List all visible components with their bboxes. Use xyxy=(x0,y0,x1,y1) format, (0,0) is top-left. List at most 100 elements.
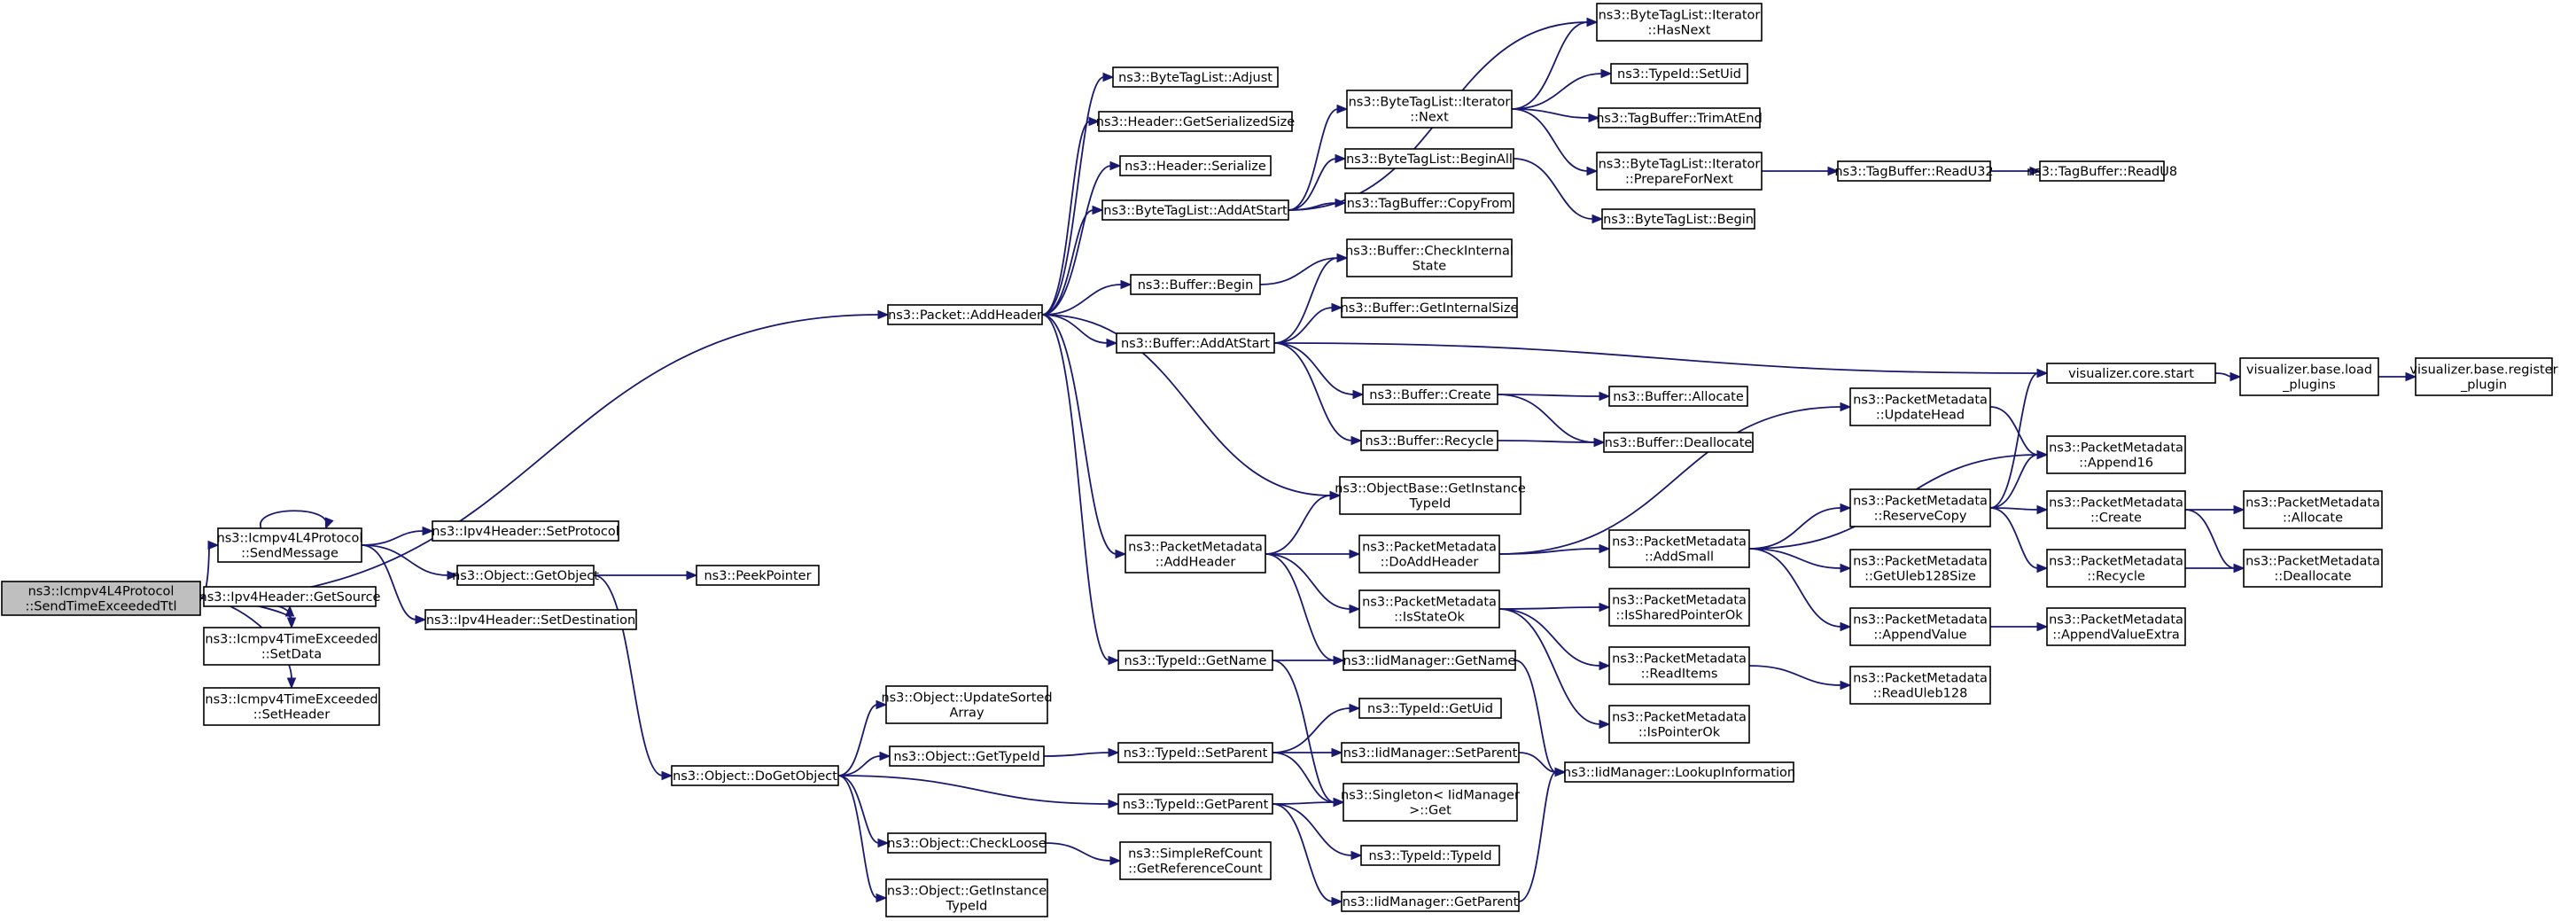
node-iid-lookup-information[interactable]: ns3::IidManager::LookupInformation xyxy=(1563,761,1795,783)
node-btl-add-at-start[interactable]: ns3::ByteTagList::AddAtStart xyxy=(1101,199,1289,221)
node-box xyxy=(671,765,839,786)
edge-arrowhead xyxy=(1108,655,1120,666)
node-pm-update-head[interactable]: ns3::PacketMetadata::UpdateHead xyxy=(1849,387,1991,426)
node-label-line: ns3::PacketMetadata xyxy=(1612,594,1747,608)
node-label-line: ::AddHeader xyxy=(1156,556,1236,570)
node-pm-get-uleb128-size[interactable]: ns3::PacketMetadata::GetUleb128Size xyxy=(1849,549,1991,588)
edge-arrowhead xyxy=(1599,660,1611,671)
node-btl-it-next[interactable]: ns3::ByteTagList::Iterator::Next xyxy=(1346,90,1513,129)
node-obj-get-object[interactable]: ns3::Object::GetObject xyxy=(452,565,599,586)
node-box xyxy=(887,304,1043,325)
node-pm-recycle[interactable]: ns3::PacketMetadata::Recycle xyxy=(2046,549,2186,588)
node-tid-set-parent[interactable]: ns3::TypeId::SetParent xyxy=(1117,742,1273,763)
node-pm-read-items[interactable]: ns3::PacketMetadata::ReadItems xyxy=(1608,646,1750,685)
node-label-line: ns3::ByteTagList::Iterator xyxy=(1599,158,1761,172)
node-tb-trim-at-end[interactable]: ns3::TagBuffer::TrimAtEnd xyxy=(1596,107,1763,129)
node-hdr-serialize[interactable]: ns3::Header::Serialize xyxy=(1119,155,1272,176)
node-peek-pointer[interactable]: ns3::PeekPointer xyxy=(696,565,820,586)
node-buf-allocate[interactable]: ns3::Buffer::Allocate xyxy=(1608,386,1748,407)
node-pm-do-add-header[interactable]: ns3::PacketMetadata::DoAddHeader xyxy=(1358,535,1500,574)
node-label-line: ::ReadUleb128 xyxy=(1873,687,1968,701)
node-ip-get-source[interactable]: ns3::Ipv4Header::GetSource xyxy=(199,586,381,607)
node-tid-set-uid[interactable]: ns3::TypeId::SetUid xyxy=(1610,63,1748,84)
node-pkt-add-header[interactable]: ns3::Packet::AddHeader xyxy=(887,304,1043,325)
node-btl-it-prepare-for-next[interactable]: ns3::ByteTagList::Iterator::PrepareForNe… xyxy=(1596,152,1763,191)
node-btl-adjust[interactable]: ns3::ByteTagList::Adjust xyxy=(1112,66,1279,88)
node-box xyxy=(1849,387,1991,426)
node-label-line: ns3::TagBuffer::CopyFrom xyxy=(1347,197,1513,211)
node-ip-set-protocol[interactable]: ns3::Ipv4Header::SetProtocol xyxy=(432,520,619,542)
node-label-line: ns3::PacketMetadata xyxy=(2049,441,2183,456)
node-pm-create[interactable]: ns3::PacketMetadata::Create xyxy=(2046,490,2186,529)
node-label-line: ns3::TypeId::GetUid xyxy=(1367,702,1493,716)
edge xyxy=(1045,842,1112,862)
node-send-message[interactable]: ns3::Icmpv4L4Protocol::SendMessage xyxy=(217,527,363,563)
node-iid-get-parent[interactable]: ns3::IidManager::GetParent xyxy=(1341,891,1520,912)
node-te-set-data[interactable]: ns3::Icmpv4TimeExceeded::SetData xyxy=(203,627,380,666)
node-btl-begin[interactable]: ns3::ByteTagList::Begin xyxy=(1601,208,1755,230)
node-box xyxy=(1849,488,1991,527)
node-pm-reserve-copy[interactable]: ns3::PacketMetadata::ReserveCopy xyxy=(1849,488,1991,527)
node-label-line: TypeId xyxy=(946,900,988,914)
node-tb-copy-from[interactable]: ns3::TagBuffer::CopyFrom xyxy=(1344,192,1514,214)
node-singleton-get[interactable]: ns3::Singleton< IidManager>::Get xyxy=(1341,783,1520,822)
node-iid-set-parent[interactable]: ns3::IidManager::SetParent xyxy=(1341,742,1520,763)
node-pm-allocate[interactable]: ns3::PacketMetadata::Allocate xyxy=(2243,490,2383,529)
node-box xyxy=(2046,435,2186,474)
node-obj-get-type-id[interactable]: ns3::Object::GetTypeId xyxy=(889,745,1045,767)
edge xyxy=(837,755,882,777)
node-pm-read-uleb128[interactable]: ns3::PacketMetadata::ReadUleb128 xyxy=(1849,666,1991,705)
node-tid-get-name[interactable]: ns3::TypeId::GetName xyxy=(1117,650,1273,671)
node-box xyxy=(1358,535,1500,574)
node-src-get-ref-count[interactable]: ns3::SimpleRefCount::GetReferenceCount xyxy=(1119,841,1272,880)
node-iid-get-name[interactable]: ns3::IidManager::GetName xyxy=(1342,650,1516,671)
node-buf-create[interactable]: ns3::Buffer::Create xyxy=(1362,384,1498,405)
node-pm-add-small[interactable]: ns3::PacketMetadata::AddSmall xyxy=(1608,529,1750,568)
node-root[interactable]: ns3::Icmpv4L4Protocol::SendTimeExceededT… xyxy=(1,581,201,616)
node-tid-get-uid[interactable]: ns3::TypeId::GetUid xyxy=(1358,698,1502,719)
node-viz-base-register-plugin[interactable]: visualizer.base.register_plugin xyxy=(2409,357,2558,396)
edge-arrowhead xyxy=(415,614,427,625)
node-tid-type-id[interactable]: ns3::TypeId::TypeId xyxy=(1360,845,1500,866)
node-pm-append16[interactable]: ns3::PacketMetadata::Append16 xyxy=(2046,435,2186,474)
node-pm-append-value-extra[interactable]: ns3::PacketMetadata::AppendValueExtra xyxy=(2046,607,2186,646)
node-pm-add-header[interactable]: ns3::PacketMetadata::AddHeader xyxy=(1125,535,1266,574)
node-pm-is-shared-pointer-ok[interactable]: ns3::PacketMetadata::IsSharedPointerOk xyxy=(1608,588,1750,627)
edge-arrowhead xyxy=(1331,747,1343,758)
node-buf-get-internal-size[interactable]: ns3::Buffer::GetInternalSize xyxy=(1341,297,1519,318)
node-te-set-header[interactable]: ns3::Icmpv4TimeExceeded::SetHeader xyxy=(203,687,380,726)
node-pm-is-pointer-ok[interactable]: ns3::PacketMetadata::IsPointerOk xyxy=(1608,705,1750,744)
node-obj-do-get-object[interactable]: ns3::Object::DoGetObject xyxy=(671,765,839,786)
node-label-line: ns3::TypeId::TypeId xyxy=(1368,849,1491,863)
node-hdr-get-serialized-size[interactable]: ns3::Header::GetSerializedSize xyxy=(1096,111,1296,132)
node-box xyxy=(1116,332,1275,354)
edge-arrowhead xyxy=(1599,543,1611,554)
node-buf-begin[interactable]: ns3::Buffer::Begin xyxy=(1130,274,1261,295)
node-viz-core-start[interactable]: visualizer.core.start xyxy=(2046,363,2216,384)
node-buf-add-at-start[interactable]: ns3::Buffer::AddAtStart xyxy=(1116,332,1275,354)
node-btl-begin-all[interactable]: ns3::ByteTagList::BeginAll xyxy=(1344,148,1514,169)
node-label-line: ns3::ByteTagList::Begin xyxy=(1603,213,1754,227)
node-pm-append-value[interactable]: ns3::PacketMetadata::AppendValue xyxy=(1849,607,1991,646)
edge xyxy=(1514,660,1557,773)
node-pm-is-state-ok[interactable]: ns3::PacketMetadata::IsStateOk xyxy=(1358,589,1500,628)
edge-arrowhead xyxy=(661,770,673,781)
node-box xyxy=(424,609,637,630)
node-tb-read-u32[interactable]: ns3::TagBuffer::ReadU32 xyxy=(1834,160,1994,182)
edge-arrowhead xyxy=(879,751,891,761)
node-tid-get-parent[interactable]: ns3::TypeId::GetParent xyxy=(1117,793,1273,815)
node-buf-recycle[interactable]: ns3::Buffer::Recycle xyxy=(1360,430,1498,451)
edge xyxy=(1265,553,1351,610)
node-viz-base-load-plugins[interactable]: visualizer.base.load_plugins xyxy=(2239,357,2379,396)
node-label-line: ::Create xyxy=(2090,511,2142,526)
node-tb-read-u8[interactable]: ns3::TagBuffer::ReadU8 xyxy=(2027,160,2177,182)
node-pm-deallocate[interactable]: ns3::PacketMetadata::Deallocate xyxy=(2243,549,2383,588)
node-buf-deallocate[interactable]: ns3::Buffer::Deallocate xyxy=(1603,432,1754,453)
node-btl-it-has-next[interactable]: ns3::ByteTagList::Iterator::HasNext xyxy=(1596,3,1763,42)
node-ip-set-destination[interactable]: ns3::Ipv4Header::SetDestination xyxy=(424,609,637,630)
node-obj-check-loose[interactable]: ns3::Object::CheckLoose xyxy=(887,832,1047,854)
